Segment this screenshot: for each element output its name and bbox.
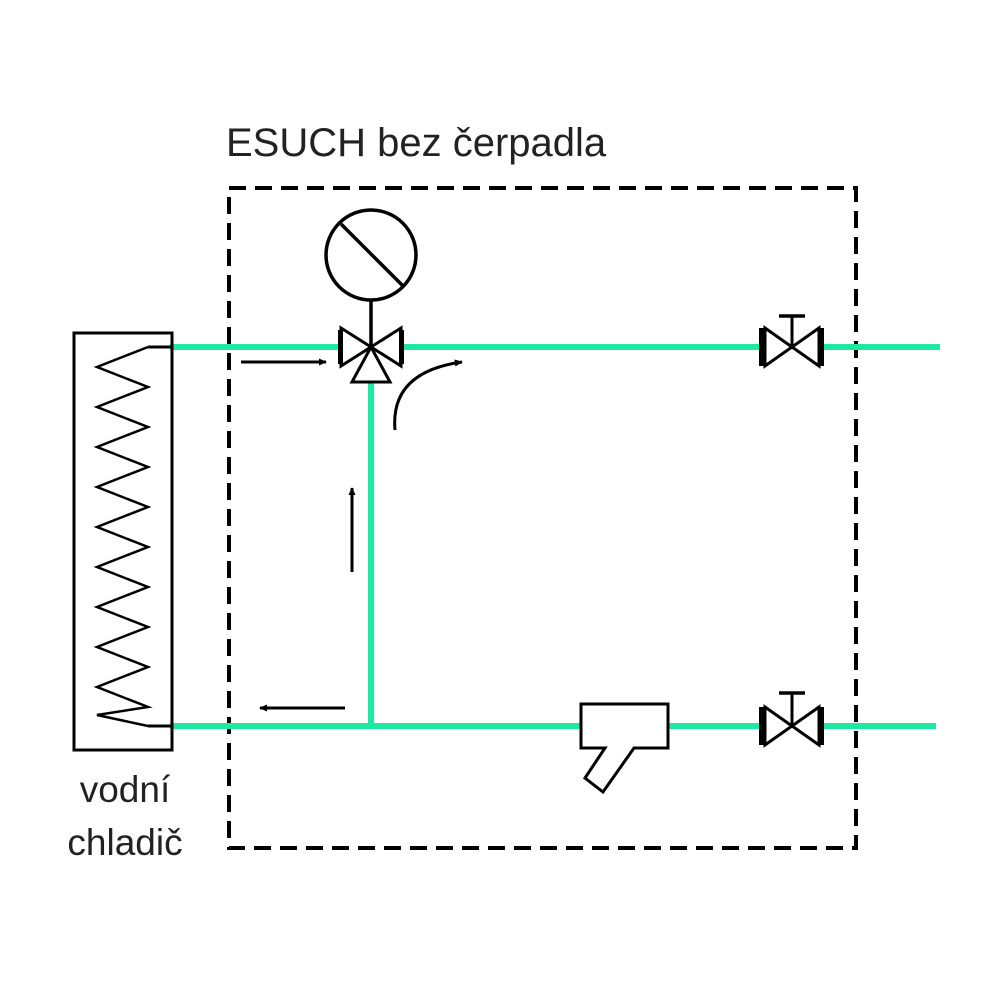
shutoff-valve-icon bbox=[759, 691, 824, 748]
shutoff-valve-icon bbox=[759, 314, 824, 369]
diagram-title: ESUCH bez čerpadla bbox=[226, 121, 607, 165]
motor-actuator-icon bbox=[324, 208, 418, 347]
radiator-label-line2: chladič bbox=[67, 822, 182, 863]
radiator-coil-icon bbox=[72, 331, 174, 752]
flow-arrows bbox=[241, 358, 463, 712]
radiator-label-line1: vodní bbox=[80, 769, 171, 810]
three-way-valve-icon bbox=[338, 325, 404, 384]
flow-arrow-icon bbox=[393, 359, 463, 431]
unit-boundary bbox=[227, 186, 858, 850]
pipes bbox=[170, 344, 940, 729]
strainer-filter-icon bbox=[579, 702, 670, 795]
